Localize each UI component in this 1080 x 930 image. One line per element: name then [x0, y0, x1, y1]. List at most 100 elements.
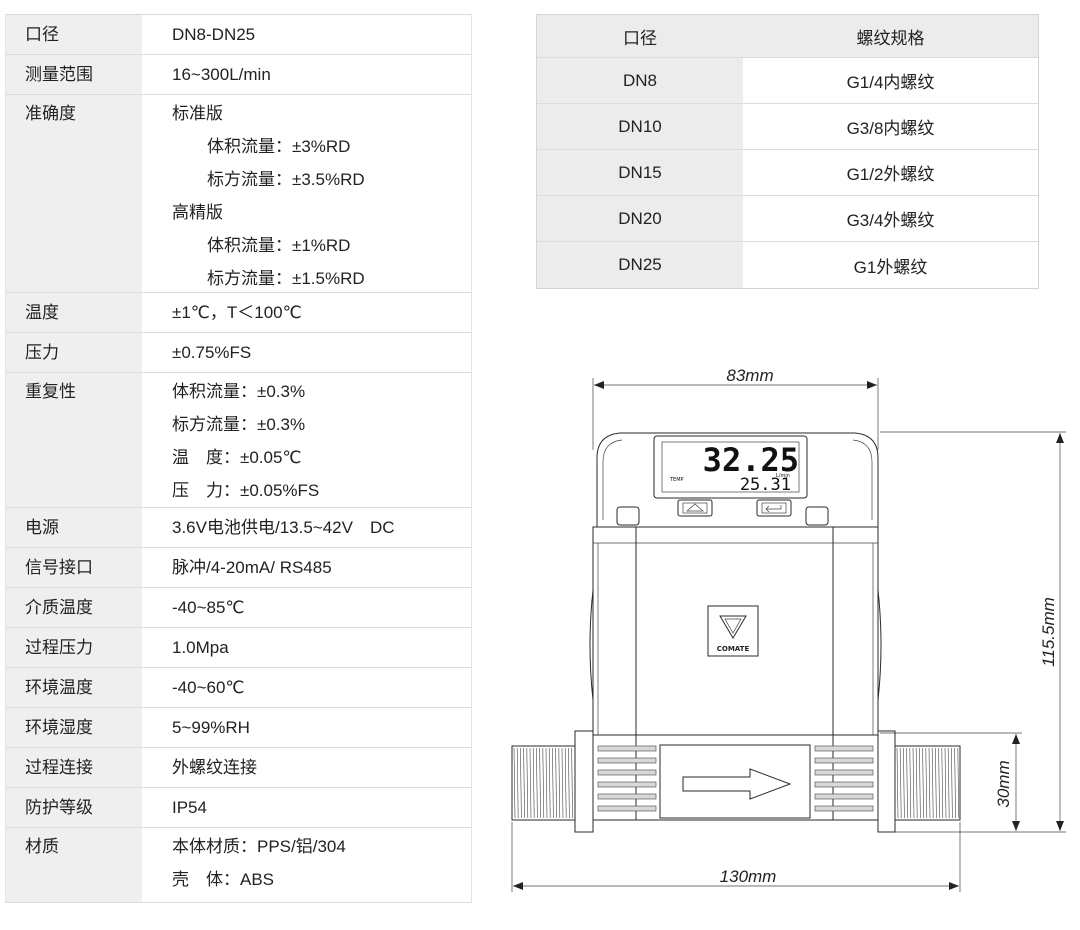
spec-row-signal: 信号接口 脉冲/4-20mA/ RS485 — [6, 548, 471, 588]
spec-row-repeatability: 重复性 体积流量：±0.3% 标方流量：±0.3% 温 度：±0.05℃ 压 力… — [6, 373, 471, 508]
spec-line: 温 度：±0.05℃ — [172, 448, 302, 467]
right-clip — [805, 506, 829, 526]
spec-value: 16~300L/min — [172, 65, 271, 84]
spec-value: 脉冲/4-20mA/ RS485 — [172, 558, 332, 577]
spec-row-connection: 过程连接 外螺纹连接 — [6, 748, 471, 788]
spec-value: 体积流量：±0.3% 标方流量：±0.3% 温 度：±0.05℃ 压 力：±0.… — [142, 373, 471, 507]
thread-line — [564, 747, 567, 819]
table-row: DN20 G3/4外螺纹 — [537, 196, 1038, 242]
spec-label: 过程连接 — [6, 748, 142, 787]
display-primary-value: 32.25 — [703, 441, 799, 479]
spec-row-caliber: 口径 DN8-DN25 — [6, 15, 471, 55]
thread-line — [925, 747, 928, 819]
thread-line — [526, 747, 529, 819]
thread-line — [896, 747, 899, 819]
spec-line: 体积流量：±0.3% — [172, 382, 306, 401]
thread-line — [938, 747, 940, 819]
spec-value: -40~85℃ — [172, 598, 245, 617]
cell-caliber: DN8 — [537, 58, 743, 103]
pipe-height-dimension: 30mm — [880, 732, 1022, 831]
table-row: DN10 G3/8内螺纹 — [537, 104, 1038, 150]
spec-label: 电源 — [6, 508, 142, 547]
thread-line — [539, 747, 541, 819]
brand-logo: COMATE — [707, 605, 759, 657]
thread-line — [568, 747, 570, 819]
table-row: DN25 G1外螺纹 — [537, 242, 1038, 288]
thread-line — [909, 747, 912, 819]
logo-text: COMATE — [717, 645, 750, 653]
display-housing: 32.25 L/min 25.31 TEMP — [596, 432, 879, 528]
spec-line: 壳 体：ABS — [172, 870, 275, 889]
cell-thread: G3/8内螺纹 — [846, 119, 935, 138]
left-clip — [616, 506, 640, 526]
spec-value: 1.0Mpa — [172, 638, 229, 657]
length-label: 130mm — [720, 867, 777, 886]
display-temp-label: TEMP — [669, 477, 684, 483]
thread-line — [529, 747, 532, 819]
spec-label: 压力 — [6, 333, 142, 372]
length-dimension: 130mm — [511, 822, 961, 892]
spec-label: 准确度 — [6, 95, 142, 292]
spec-line: 标方流量：±0.3% — [172, 415, 306, 434]
spec-label: 环境湿度 — [6, 708, 142, 747]
thread-table-header: 口径 螺纹规格 — [537, 15, 1038, 58]
thread-lines — [896, 747, 960, 819]
spec-value: -40~60℃ — [172, 678, 245, 697]
logo-emblem-icon — [719, 615, 747, 639]
spec-line: 高精版 — [172, 203, 223, 222]
spec-line: 压 力：±0.05%FS — [172, 481, 320, 500]
thread-line — [915, 747, 918, 819]
cell-caliber: DN25 — [537, 242, 743, 288]
thread-line — [935, 747, 937, 819]
thread-line — [912, 747, 915, 819]
spec-label: 口径 — [6, 15, 142, 54]
left-thread — [511, 745, 576, 821]
thread-line — [542, 747, 545, 819]
enter-arrow-icon — [765, 505, 782, 513]
spec-line: 本体材质：PPS/铝/304 — [172, 837, 346, 856]
device-enter-key — [756, 499, 792, 517]
thread-line — [954, 747, 956, 819]
spec-table: 口径 DN8-DN25 测量范围 16~300L/min 准确度 标准版 体积流… — [5, 14, 472, 903]
spec-label: 过程压力 — [6, 628, 142, 667]
spec-row-power: 电源 3.6V电池供电/13.5~42V DC — [6, 508, 471, 548]
display-unit: L/min — [776, 473, 790, 479]
spec-label: 环境温度 — [6, 668, 142, 707]
thread-line — [928, 747, 931, 819]
spec-value: 本体材质：PPS/铝/304 壳 体：ABS — [142, 828, 471, 902]
thread-line — [558, 747, 561, 819]
cell-caliber: DN10 — [537, 104, 743, 149]
thread-line — [513, 747, 516, 819]
thread-line — [523, 747, 525, 819]
pipe-height-label: 30mm — [994, 760, 1013, 807]
spec-value: ±0.75%FS — [172, 343, 252, 362]
thread-spec-table: 口径 螺纹规格 DN8 G1/4内螺纹 DN10 G3/8内螺纹 DN15 G1… — [536, 14, 1039, 289]
spec-label: 温度 — [6, 293, 142, 332]
thread-line — [947, 747, 950, 819]
width-dimension: 83mm — [592, 366, 879, 450]
meter-body — [589, 526, 882, 820]
spec-label: 材质 — [6, 828, 142, 902]
cell-thread: G3/4外螺纹 — [846, 211, 935, 230]
spec-value: IP54 — [172, 798, 207, 817]
left-ribs — [597, 745, 657, 812]
triangle-up-icon — [686, 503, 704, 512]
spec-row-material: 材质 本体材质：PPS/铝/304 壳 体：ABS — [6, 828, 471, 903]
table-row: DN15 G1/2外螺纹 — [537, 150, 1038, 196]
spec-row-medium-temp: 介质温度 -40~85℃ — [6, 588, 471, 628]
cell-thread: G1/4内螺纹 — [846, 73, 935, 92]
thread-line — [536, 747, 538, 819]
thread-line — [951, 747, 953, 819]
flow-meter-drawing: 83mm 115.5mm 30mm 130mm — [511, 366, 1066, 892]
thread-line — [922, 747, 924, 819]
thread-line — [944, 747, 947, 819]
table-row: DN8 G1/4内螺纹 — [537, 58, 1038, 104]
spec-value: DN8-DN25 — [172, 25, 256, 44]
display-secondary-value: 25.31 — [740, 475, 791, 495]
thread-line — [941, 747, 944, 819]
height-dimension: 115.5mm — [880, 431, 1066, 833]
spec-row-accuracy: 准确度 标准版 体积流量：±3%RD 标方流量：±3.5%RD 高精版 体积流量… — [6, 95, 471, 293]
flow-direction-arrow-icon — [682, 768, 792, 800]
right-thread — [894, 745, 961, 821]
thread-line — [520, 747, 522, 819]
